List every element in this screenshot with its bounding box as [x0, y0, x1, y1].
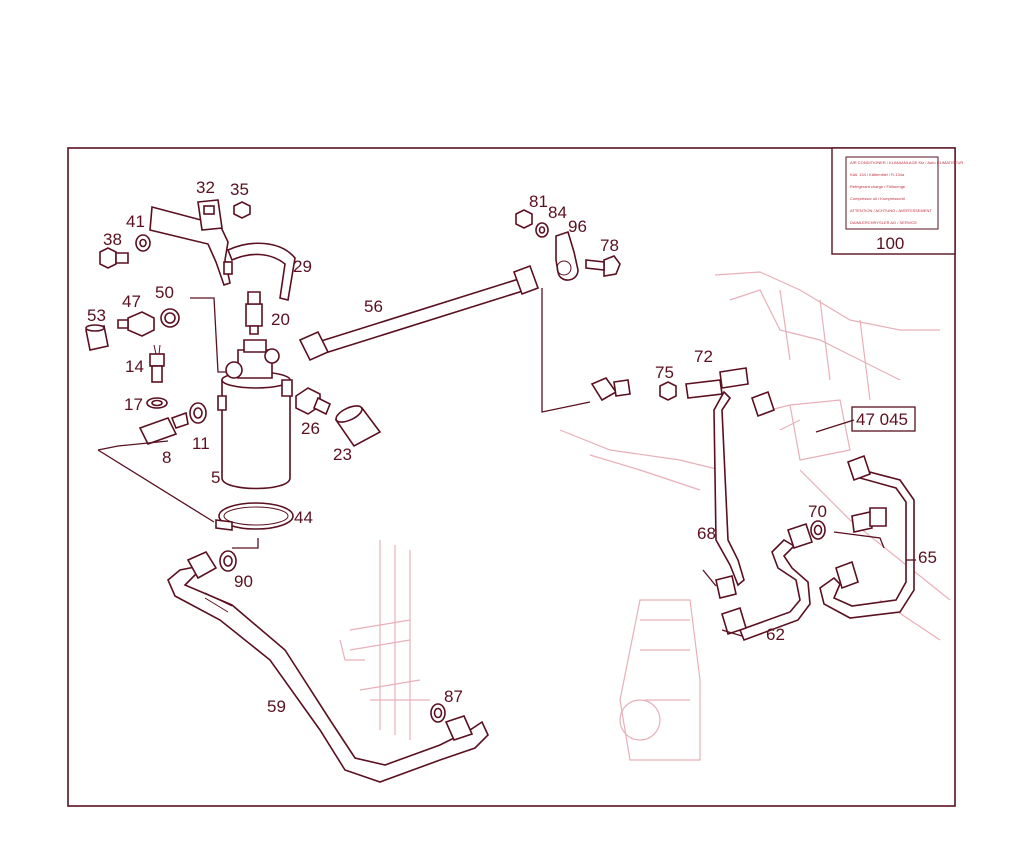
- clip-32: [197, 199, 223, 231]
- label-20: 20: [271, 310, 290, 329]
- cap-53: [85, 324, 109, 351]
- o-ring-70: [810, 520, 826, 540]
- washer-17: [146, 397, 168, 409]
- bolt-78: [585, 255, 621, 277]
- label-23: 23: [333, 445, 352, 464]
- o-ring-11: [189, 402, 207, 424]
- label-50: 50: [155, 283, 174, 302]
- label-90: 90: [234, 572, 253, 591]
- legend-sticker: AIR CONDITIONER / KLIMAANLAGE Kfz / Auto…: [831, 147, 963, 255]
- label-75: 75: [655, 363, 674, 382]
- label-78: 78: [600, 236, 619, 255]
- valve-20: [245, 291, 263, 335]
- cap-23: [334, 405, 382, 448]
- label-72: 72: [694, 347, 713, 366]
- label-11: 11: [192, 434, 210, 453]
- label-65: 65: [918, 548, 937, 567]
- reference-box-label: 47 045: [856, 410, 908, 429]
- label-5: 5: [211, 468, 220, 487]
- label-59: 59: [267, 697, 286, 716]
- label-32: 32: [196, 178, 215, 197]
- label-62: 62: [766, 625, 785, 644]
- bolt-38: [99, 247, 129, 269]
- sticker-line-2: Kält. 134 / Kältemittel / R-134a: [850, 172, 905, 177]
- bracket-72: [685, 367, 749, 399]
- fitting-26: [295, 387, 332, 416]
- o-ring-50: [160, 308, 180, 328]
- pressure-switch-47: [117, 311, 155, 337]
- label-70: 70: [808, 502, 827, 521]
- hose-59: [167, 550, 489, 783]
- sticker-line-4: Compressor oil / Kompressoröl: [850, 196, 905, 201]
- label-100: 100: [876, 234, 904, 253]
- label-81: 81: [529, 192, 548, 211]
- sticker-line-6: DAIMLERCHRYSLER AG / SERVICE: [850, 220, 917, 225]
- leader-lines: [97, 288, 916, 637]
- reference-box: 47 045: [851, 406, 916, 432]
- label-47: 47: [122, 292, 141, 311]
- washer-41: [135, 234, 151, 252]
- sticker-line-1: AIR CONDITIONER / KLIMAANLAGE Kfz / Auto…: [850, 160, 963, 165]
- clip-96: [555, 230, 579, 281]
- label-41: 41: [126, 212, 145, 231]
- label-26: 26: [301, 419, 320, 438]
- label-17: 17: [124, 395, 143, 414]
- fitting-8: [138, 411, 189, 445]
- receiver-drier-5: [217, 339, 293, 490]
- clamp-44: [215, 502, 294, 531]
- part-labels: 32 35 41 38 29 53 47 50 20 14 17 11 8 5 …: [87, 178, 937, 716]
- pipe-62: [721, 522, 814, 642]
- label-38: 38: [103, 230, 122, 249]
- pipe-65: [819, 454, 915, 619]
- label-68: 68: [697, 524, 716, 543]
- fitting-pipe-end: [590, 377, 631, 402]
- label-96: 96: [568, 217, 587, 236]
- label-44: 44: [294, 508, 313, 527]
- o-ring-90: [219, 550, 237, 572]
- sticker-line-5: ATTENTION / ACHTUNG / AVERTISSEMENT: [850, 208, 932, 213]
- o-ring-87: [430, 703, 446, 723]
- sensor-14: [149, 344, 165, 383]
- label-29: 29: [293, 257, 312, 276]
- pipe-68: [713, 390, 776, 599]
- label-87: 87: [444, 687, 463, 706]
- label-53: 53: [87, 306, 106, 325]
- label-35: 35: [230, 180, 249, 199]
- washer-84: [535, 222, 549, 238]
- nut-75: [659, 381, 677, 401]
- label-84: 84: [548, 203, 567, 222]
- nut-81: [515, 209, 533, 229]
- nut-35: [233, 201, 251, 219]
- label-8: 8: [162, 448, 171, 467]
- label-56: 56: [364, 297, 383, 316]
- pipe-56: [298, 264, 540, 362]
- label-14: 14: [125, 357, 144, 376]
- diagram-frame: [67, 147, 956, 807]
- sticker-line-3: Refrigerant charge / Füllmenge: [850, 184, 906, 189]
